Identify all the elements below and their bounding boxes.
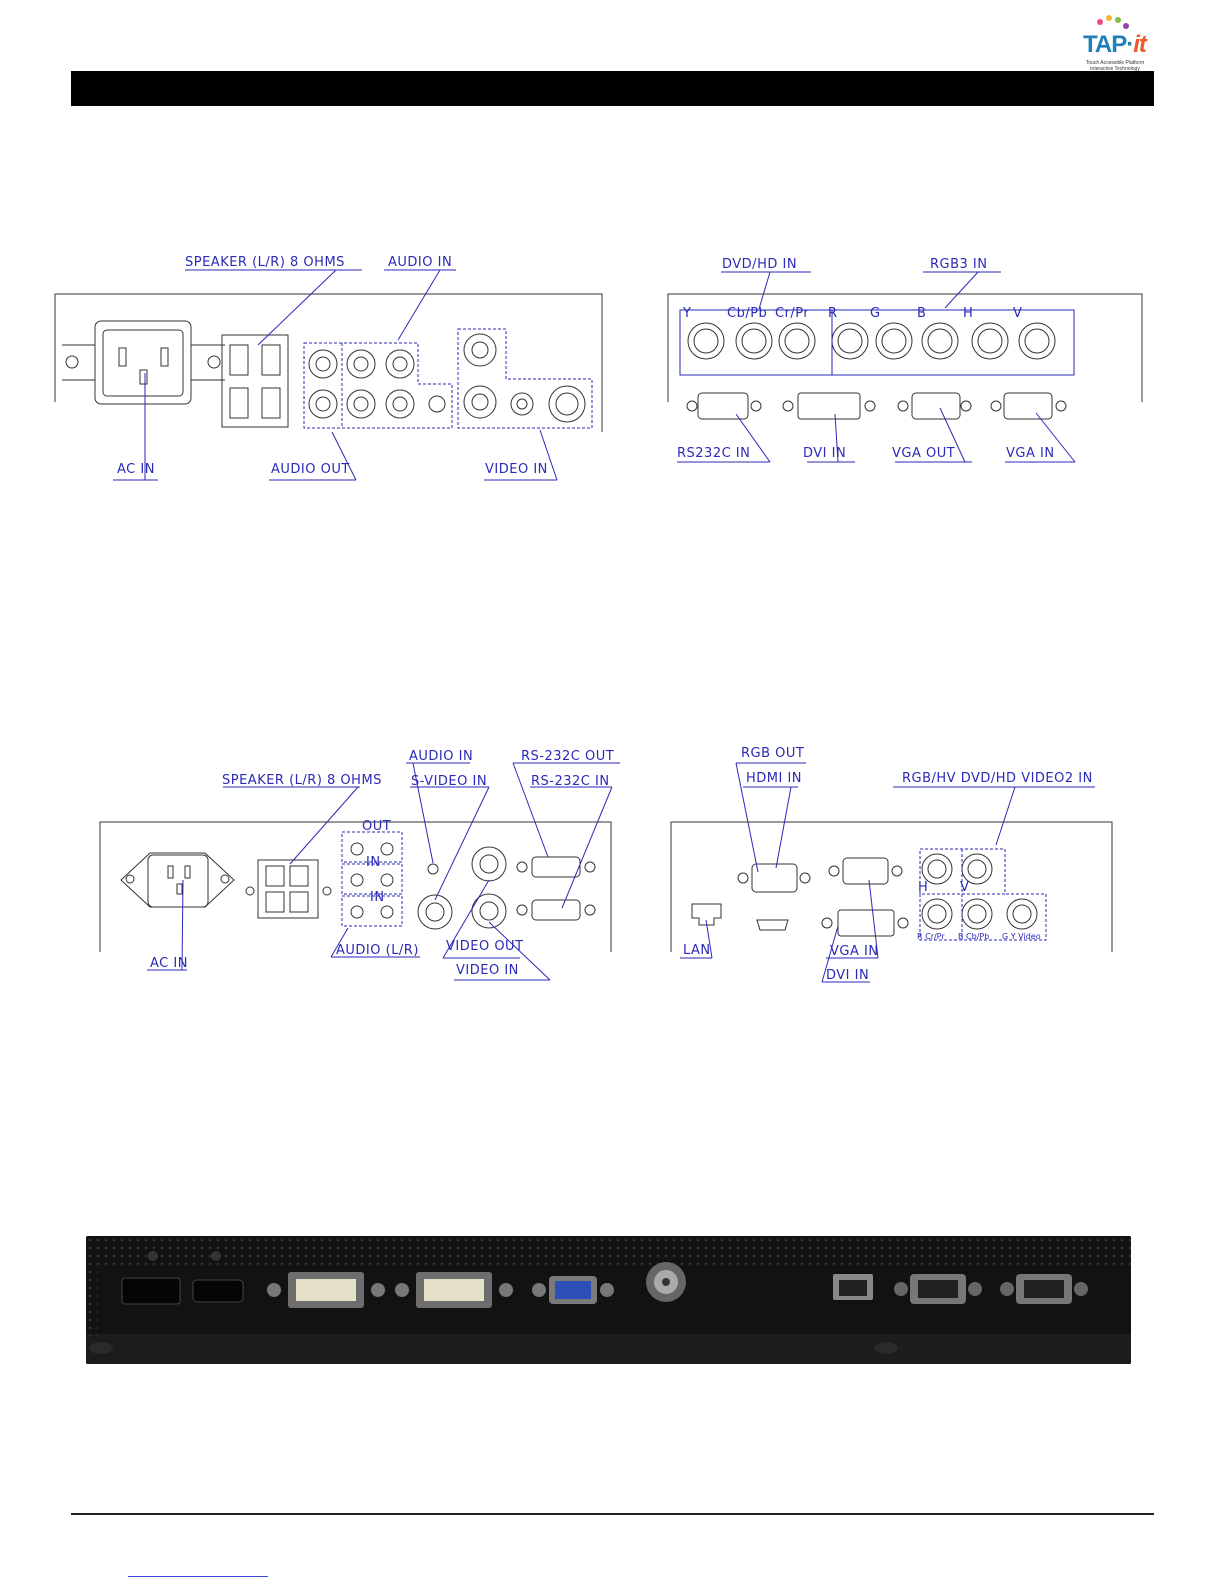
audio-group-box (303, 342, 453, 429)
audio-in-box-2 (341, 895, 403, 927)
bnc-jack-icons (687, 322, 1056, 360)
label-h: H (918, 880, 929, 895)
label-speaker: SPEAKER (L/R) 8 OHMS (185, 255, 345, 270)
logo-dot (1097, 19, 1103, 25)
port-icons (691, 853, 1038, 937)
photo-ports (89, 1251, 1088, 1354)
logo-dot (1106, 15, 1112, 21)
label-rgb-out: RGB OUT (741, 746, 805, 761)
label-vga-out: VGA OUT (892, 446, 956, 461)
label-speaker: SPEAKER (L/R) 8 OHMS (222, 773, 382, 788)
component-rgb-box (679, 309, 1075, 376)
label-dvd-hd-in: DVD/HD IN (722, 257, 798, 272)
logo-wordmark: TAP·it (1083, 31, 1147, 58)
speaker-terminal-icon (221, 334, 289, 428)
label-b-cb-pb: B Cb/Pb (958, 932, 990, 941)
panel-outline (670, 821, 1113, 952)
label-rs232c-in: RS-232C IN (531, 774, 610, 789)
label-hdmi-in: HDMI IN (746, 771, 803, 786)
audio-jack-icons (350, 842, 507, 930)
section-title-bar (71, 71, 1154, 106)
label-out: OUT (362, 819, 392, 834)
footer-divider (71, 1513, 1154, 1515)
label-audio-lr: AUDIO (L/R) (336, 943, 419, 958)
dsub-connector-icons (686, 392, 1067, 420)
label-in-1: IN (366, 855, 381, 870)
panel-outline (54, 293, 603, 432)
speaker-terminal-icon (245, 859, 332, 919)
label-rs232c-in: RS232C IN (677, 446, 751, 461)
panel-outline (667, 293, 1143, 402)
port-letter-cb-pb: Cb/Pb (727, 306, 768, 321)
label-ac-in: AC IN (117, 462, 155, 477)
dsub-connector-icons (516, 856, 596, 921)
label-v: V (960, 880, 970, 895)
label-audio-in: AUDIO IN (409, 749, 474, 764)
label-video-in: VIDEO IN (456, 963, 519, 978)
port-letter-g: G (870, 306, 881, 321)
footer-link-underline[interactable] (128, 1576, 268, 1577)
label-rs232c-out: RS-232C OUT (521, 749, 615, 764)
rear-panel-photo (86, 1236, 1131, 1364)
panel-outline (99, 821, 612, 952)
label-r-cr-pr: R Cr/Pr (917, 932, 945, 941)
port-letter-cr-pr: Cr/Pr (775, 306, 810, 321)
label-dvi-in: DVI IN (803, 446, 847, 461)
video-group-box (457, 328, 593, 429)
logo-dot (1123, 23, 1129, 29)
port-letter-r: R (828, 306, 838, 321)
ac-inlet-icon (62, 320, 225, 405)
label-g-y-video: G Y Video (1002, 932, 1041, 941)
rca-jack-icons (308, 333, 586, 423)
label-audio-out: AUDIO OUT (271, 462, 350, 477)
label-lan: LAN (683, 943, 711, 958)
label-s-video-in: S-VIDEO IN (411, 774, 488, 789)
audio-out-box (341, 831, 403, 863)
label-audio-in: AUDIO IN (388, 255, 453, 270)
label-rgb3-in: RGB3 IN (930, 257, 988, 272)
port-letter-h: H (963, 306, 974, 321)
label-vga-in: VGA IN (1006, 446, 1055, 461)
label-vga-in: VGA IN (830, 944, 879, 959)
label-ac-in: AC IN (150, 956, 188, 971)
label-video-out: VIDEO OUT (446, 939, 524, 954)
label-rgb-hv: RGB/HV DVD/HD VIDEO2 IN (902, 771, 1093, 786)
port-letter-b: B (917, 306, 927, 321)
audio-in-box-1 (341, 863, 403, 895)
label-dvi-in: DVI IN (826, 968, 870, 983)
ac-inlet-icon (120, 852, 235, 908)
label-video-in: VIDEO IN (485, 462, 548, 477)
port-letter-v: V (1013, 306, 1023, 321)
rear-panel-photo-art (86, 1236, 1131, 1364)
port-letter-y: Y (683, 306, 692, 321)
logo-dot (1115, 17, 1121, 23)
label-in-2: IN (370, 890, 385, 905)
